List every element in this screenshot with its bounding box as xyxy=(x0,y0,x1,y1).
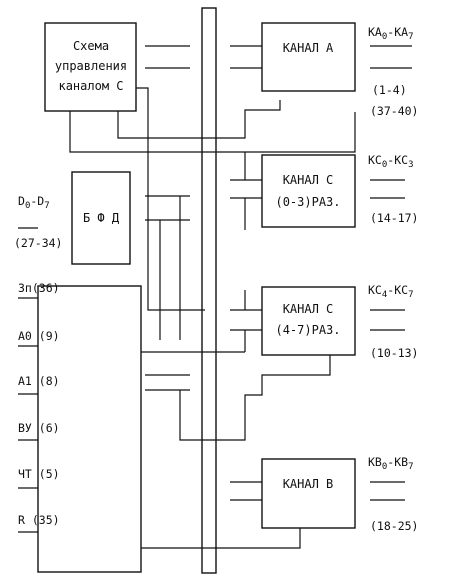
channel-c-high-label: КАНАЛ С xyxy=(283,302,334,316)
channel-c-high-bits: (4-7)РАЗ. xyxy=(275,323,340,337)
control-label-line-1: Схема xyxy=(73,39,109,53)
port-a-label: KA0-KA7 xyxy=(368,25,414,42)
port-a-pins-2: (37-40) xyxy=(370,104,418,118)
control-label-line-3: каналом С xyxy=(58,79,123,93)
port-c-low-label: KC0-KC3 xyxy=(368,153,414,170)
internal-bus xyxy=(201,7,217,574)
channel-c-low-block xyxy=(261,154,356,228)
rd-pin-label: ЧТ (5) xyxy=(18,467,60,481)
channel-a-block xyxy=(261,22,356,92)
wr-pin-label: Зп(36) xyxy=(18,281,60,295)
bfd-block xyxy=(71,171,131,265)
channel-b-block xyxy=(261,458,356,529)
channel-c-low-bits: (0-3)РАЗ. xyxy=(275,195,340,209)
control-block xyxy=(44,22,137,112)
read-write-logic-block xyxy=(37,285,142,573)
control-label-line-2: управления xyxy=(55,59,127,73)
bfd-label: Б Ф Д xyxy=(83,211,120,225)
port-b-pins: (18-25) xyxy=(370,519,418,533)
a1-pin-label: A1 (8) xyxy=(18,374,60,388)
data-bus-pins: (27-34) xyxy=(14,236,62,250)
reset-pin-label: R (35) xyxy=(18,513,60,527)
cs-pin-label: ВУ (6) xyxy=(18,421,60,435)
channel-a-label: КАНАЛ А xyxy=(283,41,334,55)
port-c-high-pins: (10-13) xyxy=(370,346,418,360)
wiring xyxy=(18,45,412,549)
a0-pin-label: A0 (9) xyxy=(18,329,60,343)
channel-c-low-label: КАНАЛ С xyxy=(283,173,334,187)
channel-b-label: КАНАЛ В xyxy=(283,477,334,491)
port-c-high-label: KC4-KC7 xyxy=(368,283,414,300)
data-bus-label: D0-D7 xyxy=(18,194,50,211)
channel-c-high-block xyxy=(261,286,356,356)
port-b-label: KB0-KB7 xyxy=(368,455,414,472)
port-c-low-pins: (14-17) xyxy=(370,211,418,225)
port-a-pins-1: (1-4) xyxy=(372,83,407,97)
